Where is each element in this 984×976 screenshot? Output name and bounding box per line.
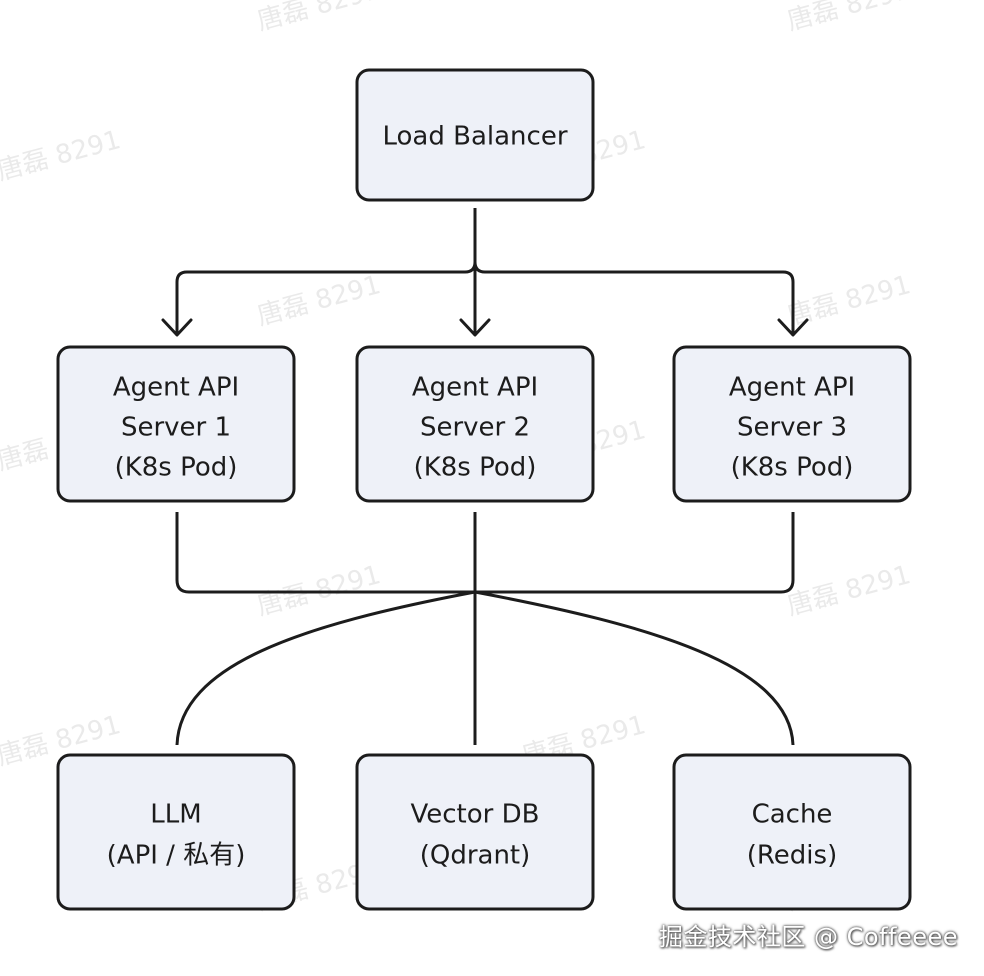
agent-server-1-line-3: (K8s Pod)	[115, 453, 238, 483]
cache-line-1: Cache	[752, 800, 833, 830]
watermark-text: 唐磊 8291	[784, 0, 914, 37]
vector-db-line-2: (Qdrant)	[420, 841, 531, 871]
edges-servers-to-backends	[175, 512, 795, 746]
agent-server-3-line-3: (K8s Pod)	[731, 453, 854, 483]
load-balancer-label: Load Balancer	[382, 122, 567, 152]
footer-credit: 掘金技术社区 @ Coffeeee	[658, 923, 958, 951]
watermark-text: 唐磊 8291	[0, 125, 124, 187]
cache-node: Cache (Redis)	[672, 753, 912, 911]
watermark-text: 唐磊 8291	[254, 0, 384, 37]
agent-server-2-line-2: Server 2	[420, 413, 530, 443]
arrowhead-server-3	[777, 318, 809, 337]
edge-to-llm	[175, 590, 476, 746]
agent-server-2-line-3: (K8s Pod)	[414, 453, 537, 483]
agent-server-1-line-2: Server 1	[121, 413, 231, 443]
watermark-text: 唐磊 8291	[254, 270, 384, 332]
arrowhead-server-2	[459, 318, 491, 337]
agent-server-2-line-1: Agent API	[412, 373, 538, 403]
arrowhead-server-1	[161, 318, 193, 337]
agent-server-2-node: Agent API Server 2 (K8s Pod)	[355, 345, 595, 503]
edges-lb-to-servers	[161, 208, 809, 337]
agent-server-1-node: Agent API Server 1 (K8s Pod)	[56, 345, 296, 503]
llm-node: LLM (API / 私有)	[56, 753, 296, 911]
vector-db-node: Vector DB (Qdrant)	[355, 753, 595, 911]
llm-line-2: (API / 私有)	[107, 841, 246, 871]
agent-server-3-line-2: Server 3	[737, 413, 847, 443]
vector-db-line-1: Vector DB	[411, 800, 540, 830]
load-balancer-node: Load Balancer	[355, 68, 595, 202]
agent-server-3-node: Agent API Server 3 (K8s Pod)	[672, 345, 912, 503]
agent-server-1-line-1: Agent API	[113, 373, 239, 403]
edge-lb-to-server-1	[175, 261, 477, 333]
watermark-text: 唐磊 8291	[784, 560, 914, 622]
cache-line-2: (Redis)	[747, 841, 837, 871]
edge-server-bus	[175, 512, 795, 594]
edge-to-cache	[474, 590, 795, 746]
edge-lb-to-server-3	[473, 261, 795, 333]
llm-line-1: LLM	[150, 800, 201, 830]
agent-server-3-line-1: Agent API	[729, 373, 855, 403]
